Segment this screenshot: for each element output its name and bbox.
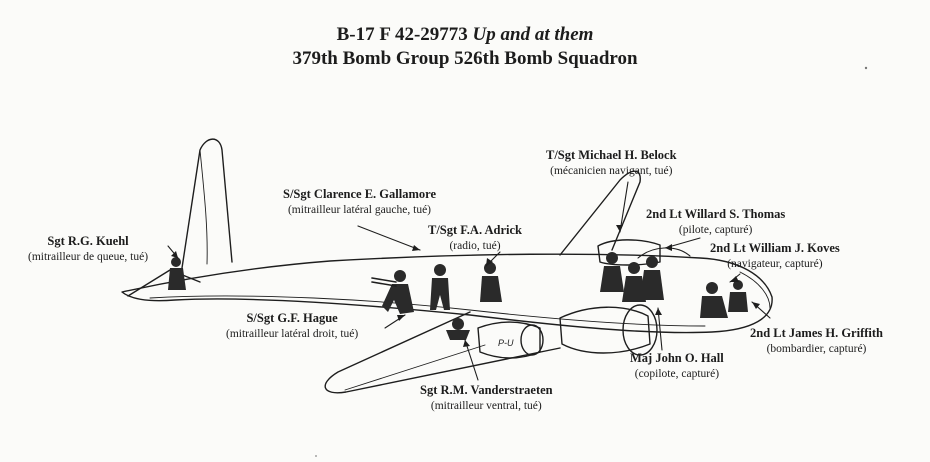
right-wing [324, 311, 561, 394]
outer-engine-nacelle [477, 321, 541, 359]
crew-role: (pilote, capturé) [678, 224, 753, 236]
aircraft-marking: P-U [498, 338, 514, 348]
crew-label-left-waist-gunner: S/Sgt Clarence E. Gallamore (mitrailleur… [283, 186, 436, 218]
crew-role: (mitrailleur ventral, tué) [430, 400, 542, 412]
crew-name: S/Sgt G.F. Hague [246, 311, 338, 325]
crew-name: Sgt R.G. Kuehl [47, 234, 129, 248]
crew-role: (radio, tué) [449, 240, 501, 252]
aircraft-name: Up and at them [472, 24, 594, 45]
left-wing [559, 170, 641, 256]
crew-role: (mitrailleur de queue, tué) [28, 251, 149, 263]
crew-name: 2nd Lt William J. Koves [710, 241, 840, 255]
crew-name: 2nd Lt James H. Griffith [750, 326, 883, 340]
crew-role: (bombardier, capturé) [766, 343, 867, 355]
inner-engine-nacelle [559, 306, 651, 354]
crew-label-radio-operator: T/Sgt F.A. Adrick (radio, tué) [428, 222, 522, 254]
crew-label-tail-gunner: Sgt R.G. Kuehl (mitrailleur de queue, tu… [28, 233, 148, 265]
upper-engine [597, 239, 661, 266]
arrowheads [171, 225, 760, 347]
crew-label-pilot: 2nd Lt Willard S. Thomas (pilote, captur… [646, 206, 785, 238]
inner-engine-cowl [622, 304, 658, 356]
crew-label-flight-engineer: T/Sgt Michael H. Belock (mécanicien navi… [546, 147, 677, 179]
crew-name: S/Sgt Clarence E. Gallamore [283, 187, 436, 201]
unit-title: 379th Bomb Group 526th Bomb Squadron [292, 48, 638, 69]
crew-name: T/Sgt Michael H. Belock [546, 148, 677, 162]
crew-label-navigator: 2nd Lt William J. Koves (navigateur, cap… [710, 240, 840, 272]
crew-name: Maj John O. Hall [630, 351, 724, 365]
crew-role: (navigateur, capturé) [727, 258, 823, 270]
crew-label-ball-turret-gunner: Sgt R.M. Vanderstraeten (mitrailleur ven… [420, 382, 553, 414]
crew-label-right-waist-gunner: S/Sgt G.F. Hague (mitrailleur latéral dr… [226, 310, 358, 342]
aircraft-id: B-17 F 42-29773 [336, 24, 468, 45]
crew-role: (copilote, capturé) [634, 368, 720, 380]
crew-role: (mécanicien navigant, tué) [550, 165, 673, 177]
fuselage [121, 253, 773, 334]
aircraft-title: B-17 F 42-29773 Up and at them [0, 24, 930, 46]
crew-role: (mitrailleur latéral droit, tué) [226, 328, 359, 340]
crew-figures [168, 252, 748, 340]
crew-label-copilot: Maj John O. Hall (copilote, capturé) [630, 350, 724, 382]
crew-role: (mitrailleur latéral gauche, tué) [287, 204, 432, 216]
crew-label-bombardier: 2nd Lt James H. Griffith (bombardier, ca… [750, 325, 883, 357]
crew-name: Sgt R.M. Vanderstraeten [420, 383, 553, 397]
crew-name: 2nd Lt Willard S. Thomas [646, 207, 786, 221]
crew-name: T/Sgt F.A. Adrick [428, 223, 523, 237]
